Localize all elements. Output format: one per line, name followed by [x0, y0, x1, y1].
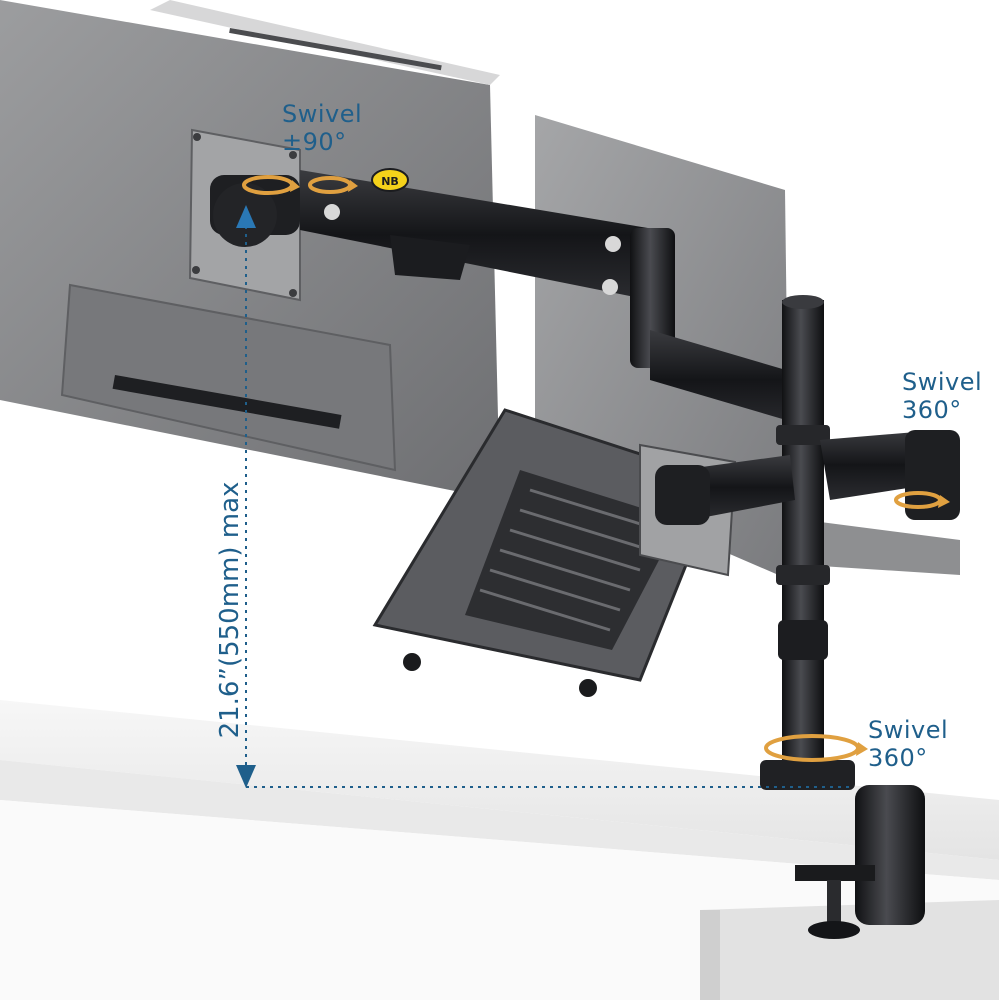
- swivel-label: Swivel: [902, 368, 983, 396]
- clamp-screw: [827, 880, 841, 930]
- arm-pivot: [602, 279, 618, 295]
- nb-badge-text: NB: [381, 175, 399, 188]
- swivel-angle: ±90°: [282, 128, 347, 156]
- pole-collar: [776, 565, 830, 585]
- nb-badge: [371, 168, 409, 192]
- swivel-angle: 360°: [868, 744, 928, 772]
- rotate-arrowhead-icon: [290, 180, 300, 192]
- pole: [782, 300, 824, 770]
- pole-cap: [782, 295, 824, 309]
- rotate-arrowhead-icon: [348, 180, 358, 192]
- clamp-base: [760, 760, 855, 790]
- desk-leg: [700, 900, 999, 1000]
- laptop-tray-grille: [465, 470, 680, 650]
- elbow-joint: [630, 228, 675, 368]
- clamp-body: [855, 785, 925, 925]
- pole-collar: [776, 425, 830, 445]
- tray-tilt-head: [655, 465, 710, 525]
- swivel-label: Swivel: [868, 716, 949, 744]
- arrow-bottom-icon: [236, 765, 256, 788]
- right-swivel-head: [905, 430, 960, 520]
- arm-pivot: [605, 236, 621, 252]
- right-monitor-lower: [805, 520, 960, 575]
- arrow-top-icon: [236, 205, 256, 228]
- rotate-arrowhead-icon: [856, 742, 868, 756]
- rotate-arrowhead-icon: [938, 495, 950, 508]
- swivel-callout-top: Swivel ±90°: [282, 100, 362, 156]
- vesa-screw: [192, 266, 200, 274]
- vesa-screw: [193, 133, 201, 141]
- desk-top: [0, 700, 999, 860]
- swivel-angle: 360°: [902, 396, 962, 424]
- vesa-screw: [289, 151, 297, 159]
- tray-foot: [403, 653, 421, 671]
- grille-slots: [479, 488, 661, 632]
- clamp-jaw: [795, 865, 875, 881]
- swivel-callout-right: Swivel 360°: [902, 368, 982, 424]
- swivel-callout-base: Swivel 360°: [868, 716, 948, 772]
- swivel-label: Swivel: [282, 100, 363, 128]
- pole-collar: [778, 620, 828, 660]
- height-label: 21.6”(550mm) max: [215, 481, 245, 739]
- upper-arm-lower-fin: [390, 235, 470, 280]
- arm-pivot: [324, 204, 340, 220]
- lower-arm: [650, 330, 820, 430]
- clamp-knob: [808, 921, 860, 939]
- monitor-slot: [229, 27, 442, 71]
- vesa-screw: [289, 289, 297, 297]
- tray-foot: [579, 679, 597, 697]
- port-cutout: [112, 375, 342, 429]
- desk-front-edge: [0, 760, 999, 880]
- upper-arm: [300, 170, 660, 300]
- desk-leg-shadow: [700, 910, 720, 1000]
